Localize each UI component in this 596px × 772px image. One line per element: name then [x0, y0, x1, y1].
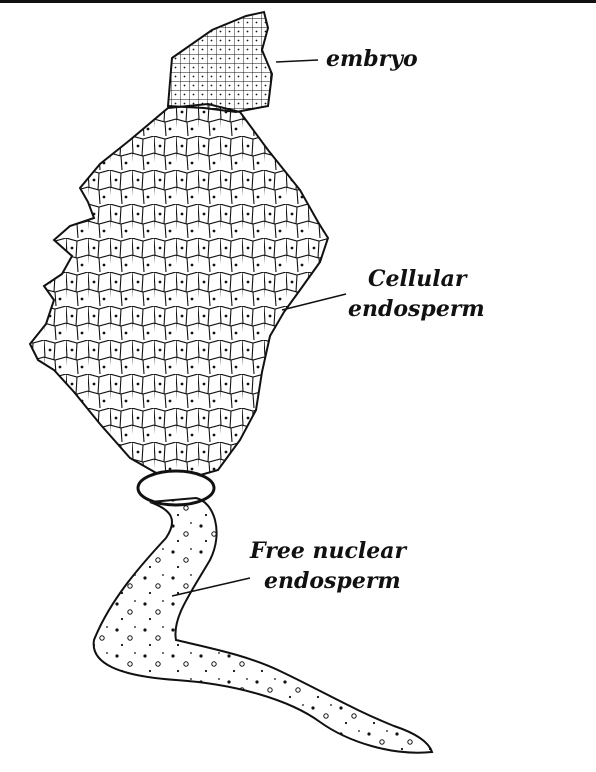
free-nuclear-endosperm-tube	[92, 496, 434, 754]
label-free-nuclear-endosperm-line2: endosperm	[264, 568, 401, 594]
label-free-nuclear-endosperm-line1: Free nuclear	[250, 538, 407, 564]
cellular-endosperm-leader-line	[281, 293, 347, 311]
label-embryo: embryo	[326, 46, 418, 72]
cellular-endosperm-body	[28, 102, 330, 480]
label-cellular-endosperm-line1: Cellular	[368, 266, 467, 292]
top-border-line	[0, 0, 596, 3]
free-nuclear-endosperm-leader-line	[171, 577, 251, 597]
embryo-leader-line	[275, 59, 319, 63]
embryo-shape	[166, 10, 274, 114]
label-cellular-endosperm-line2: endosperm	[348, 296, 485, 322]
